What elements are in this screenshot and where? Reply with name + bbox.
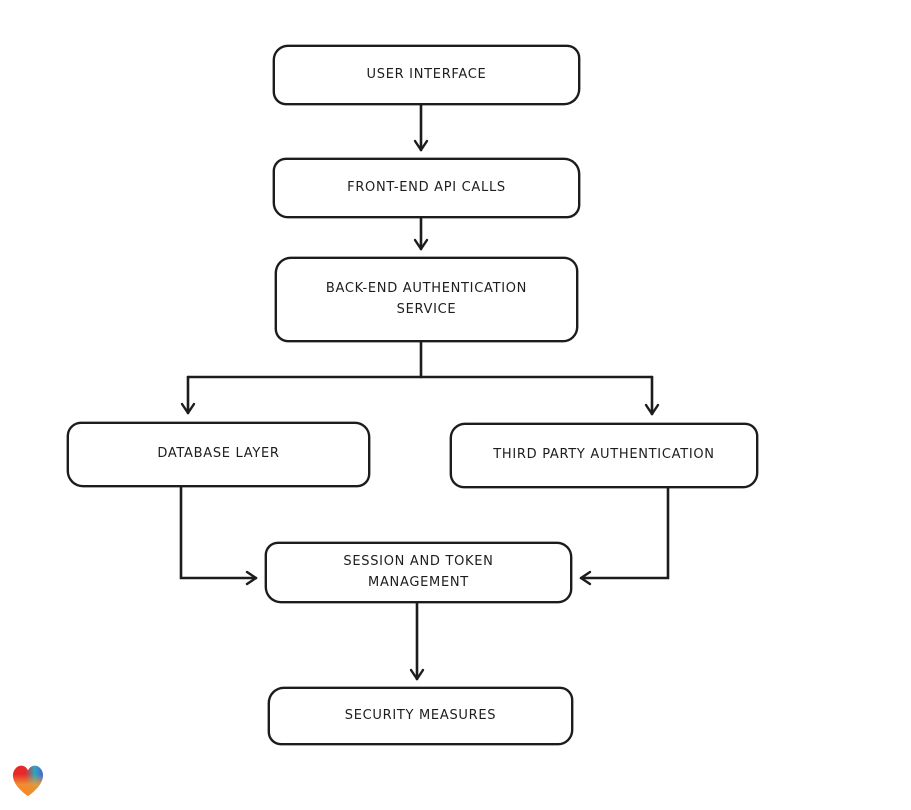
node-user-interface-label: USER INTERFACE xyxy=(366,66,487,82)
node-back-end-authentication-service: BACK-END AUTHENTICATION SERVICE xyxy=(275,257,578,342)
edge-third-party-to-session-arrow xyxy=(579,486,670,586)
node-security-measures-label: SECURITY MEASURES xyxy=(344,707,497,723)
node-user-interface: USER INTERFACE xyxy=(273,45,580,105)
node-third-party-authentication: THIRD PARTY AUTHENTICATION xyxy=(450,423,758,488)
edge-database-to-session-arrow xyxy=(179,485,258,586)
node-back-end-authentication-service-label: BACK-END AUTHENTICATION SERVICE xyxy=(325,281,528,317)
node-database-layer: DATABASE LAYER xyxy=(67,422,370,487)
node-front-end-api-calls-label: FRONT-END API CALLS xyxy=(347,179,506,195)
node-session-and-token-management: SESSION AND TOKEN MANAGEMENT xyxy=(265,542,572,603)
node-session-and-token-management-label: SESSION AND TOKEN MANAGEMENT xyxy=(343,554,494,590)
node-database-layer-label: DATABASE LAYER xyxy=(157,446,280,462)
heart-logo-icon xyxy=(12,765,44,797)
node-front-end-api-calls: FRONT-END API CALLS xyxy=(273,158,580,218)
node-third-party-authentication-label: THIRD PARTY AUTHENTICATION xyxy=(493,447,715,463)
node-security-measures: SECURITY MEASURES xyxy=(268,687,573,745)
